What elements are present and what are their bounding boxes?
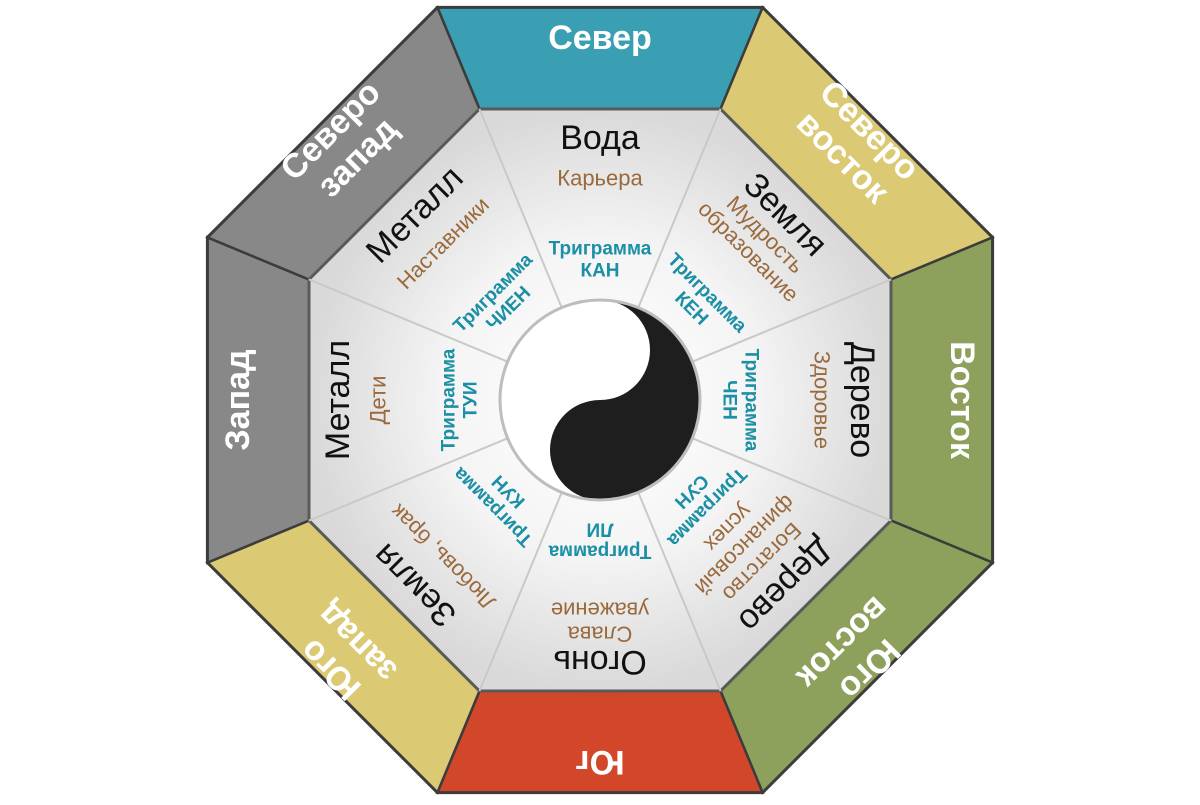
sector-dividers xyxy=(308,108,892,692)
trigram-label-west-line: Триграмма xyxy=(439,348,460,451)
trigram-label-south-line: Триграмма xyxy=(548,541,651,562)
element-label-north-line: Вода xyxy=(560,119,640,157)
aspect-label-south-line: уважение xyxy=(551,598,649,623)
element-label-north: Вода xyxy=(560,119,640,157)
trigram-label-south-line: ЛИ xyxy=(587,519,614,540)
aspect-label-east: Здоровье xyxy=(810,351,835,449)
trigram-label-east-line: Триграмма xyxy=(741,349,762,452)
trigram-label-north-line: КАН xyxy=(580,261,619,282)
direction-label-south: Юг xyxy=(575,743,624,781)
direction-label-north: Север xyxy=(548,19,652,57)
outer-border xyxy=(205,5,995,795)
sector-divider xyxy=(478,108,563,308)
direction-ring xyxy=(205,5,995,795)
sector-divider xyxy=(308,437,508,522)
direction-label-south-line: Юг xyxy=(575,743,624,781)
direction-label-east: Восток xyxy=(943,341,981,460)
element-label-south-line: Огонь xyxy=(553,643,647,681)
direction-label-east-line: Восток xyxy=(943,341,981,460)
sector-divider xyxy=(637,492,722,692)
element-label-west: Металл xyxy=(319,340,357,460)
sector-divider xyxy=(692,437,892,522)
aspect-label-east-line: Здоровье xyxy=(810,351,835,449)
sector-divider xyxy=(308,278,508,363)
direction-label-west: Запад xyxy=(219,349,257,450)
element-label-west-line: Металл xyxy=(319,340,357,460)
element-label-south: Огонь xyxy=(553,643,647,681)
direction-label-west-line: Запад xyxy=(219,349,257,450)
sector-divider xyxy=(478,492,563,692)
element-label-east-line: Дерево xyxy=(843,342,881,458)
aspect-label-west: Дети xyxy=(366,376,391,425)
sector-divider xyxy=(692,278,892,363)
yin-yang-icon xyxy=(498,298,702,502)
sector-divider xyxy=(637,108,722,308)
aspect-label-west-line: Дети xyxy=(366,376,391,425)
trigram-label-east-line: ЧЕН xyxy=(719,380,740,420)
trigram-label-west-line: ТУИ xyxy=(461,381,482,418)
direction-label-north-line: Север xyxy=(548,19,652,57)
aspect-label-north-line: Карьера xyxy=(557,166,643,191)
trigram-label-north-line: Триграмма xyxy=(549,239,652,260)
aspect-label-north: Карьера xyxy=(557,166,643,191)
aspect-label-south-line: Слава xyxy=(567,622,632,647)
element-label-east: Дерево xyxy=(843,342,881,458)
